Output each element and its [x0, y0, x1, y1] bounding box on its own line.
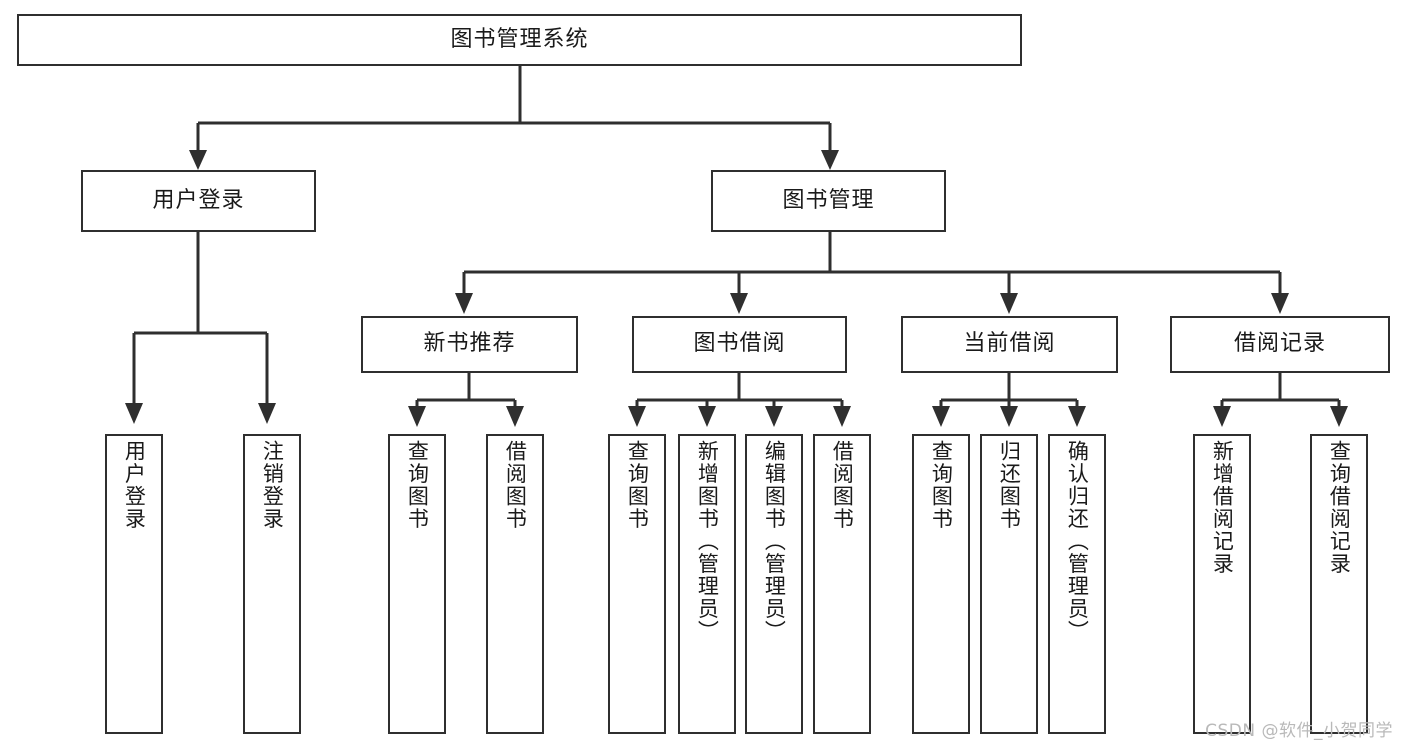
node-label: 用户登录	[122, 440, 147, 530]
arrow-current-c1	[932, 406, 950, 427]
node-label: 确认归还（管理员）	[1065, 440, 1090, 643]
arrow-record-c1	[1213, 406, 1231, 427]
node-label: 注销登录	[260, 440, 285, 530]
arrow-root-to-book-mgmt	[821, 150, 839, 170]
arrow-record-c2	[1330, 406, 1348, 427]
leaf-book-borrow-add[interactable]: 新增图书（管理员）	[678, 434, 736, 734]
arrow-borrow-c3	[765, 406, 783, 427]
arrow-book-mgmt-c4	[1271, 293, 1289, 314]
leaf-new-book-query[interactable]: 查询图书	[388, 434, 446, 734]
leaf-book-borrow-edit[interactable]: 编辑图书（管理员）	[745, 434, 803, 734]
leaf-current-borrow-return[interactable]: 归还图书	[980, 434, 1038, 734]
leaf-user-login-logout[interactable]: 注销登录	[243, 434, 301, 734]
arrow-borrow-c4	[833, 406, 851, 427]
leaf-book-borrow-query[interactable]: 查询图书	[608, 434, 666, 734]
node-label: 查询图书	[405, 440, 430, 530]
arrow-current-c2	[1000, 406, 1018, 427]
node-label: 新书推荐	[423, 331, 516, 357]
node-label: 当前借阅	[963, 331, 1056, 357]
node-label: 用户登录	[152, 187, 245, 213]
node-label: 借阅记录	[1233, 331, 1326, 357]
node-user-login[interactable]: 用户登录	[81, 170, 316, 232]
node-label: 查询图书	[929, 440, 954, 530]
node-current-borrow[interactable]: 当前借阅	[901, 316, 1118, 373]
arrow-book-mgmt-c3	[1000, 293, 1018, 314]
arrow-user-login-child1	[125, 403, 143, 424]
arrow-current-c3	[1068, 406, 1086, 427]
leaf-current-borrow-query[interactable]: 查询图书	[912, 434, 970, 734]
node-label: 图书管理	[782, 187, 875, 213]
node-book-management[interactable]: 图书管理	[711, 170, 946, 232]
arrow-root-to-user-login	[189, 150, 207, 170]
node-label: 图书借阅	[693, 331, 786, 357]
arrow-book-mgmt-c2	[730, 293, 748, 314]
node-new-book-recommend[interactable]: 新书推荐	[361, 316, 578, 373]
arrow-newbook-c2	[506, 406, 524, 427]
node-label: 查询借阅记录	[1327, 440, 1352, 575]
leaf-borrow-record-add[interactable]: 新增借阅记录	[1193, 434, 1251, 734]
node-label: 新增图书（管理员）	[695, 440, 720, 643]
arrow-borrow-c1	[628, 406, 646, 427]
leaf-borrow-record-query[interactable]: 查询借阅记录	[1310, 434, 1368, 734]
node-book-borrow[interactable]: 图书借阅	[632, 316, 847, 373]
node-label: 新增借阅记录	[1210, 440, 1235, 575]
arrow-user-login-child2	[258, 403, 276, 424]
arrow-newbook-c1	[408, 406, 426, 427]
node-label: 图书管理系统	[450, 26, 589, 52]
arrow-book-mgmt-c1	[455, 293, 473, 314]
node-borrow-record[interactable]: 借阅记录	[1170, 316, 1390, 373]
node-book-management-system[interactable]: 图书管理系统	[17, 14, 1022, 66]
leaf-new-book-borrow[interactable]: 借阅图书	[486, 434, 544, 734]
node-label: 查询图书	[625, 440, 650, 530]
node-label: 借阅图书	[503, 440, 528, 530]
csdn-watermark: CSDN @软件_小贺同学	[1205, 721, 1393, 741]
node-label: 编辑图书（管理员）	[762, 440, 787, 643]
node-label: 借阅图书	[830, 440, 855, 530]
arrow-borrow-c2	[698, 406, 716, 427]
node-label: 归还图书	[997, 440, 1022, 530]
leaf-user-login-login[interactable]: 用户登录	[105, 434, 163, 734]
leaf-current-borrow-confirm-return[interactable]: 确认归还（管理员）	[1048, 434, 1106, 734]
leaf-book-borrow-borrow[interactable]: 借阅图书	[813, 434, 871, 734]
